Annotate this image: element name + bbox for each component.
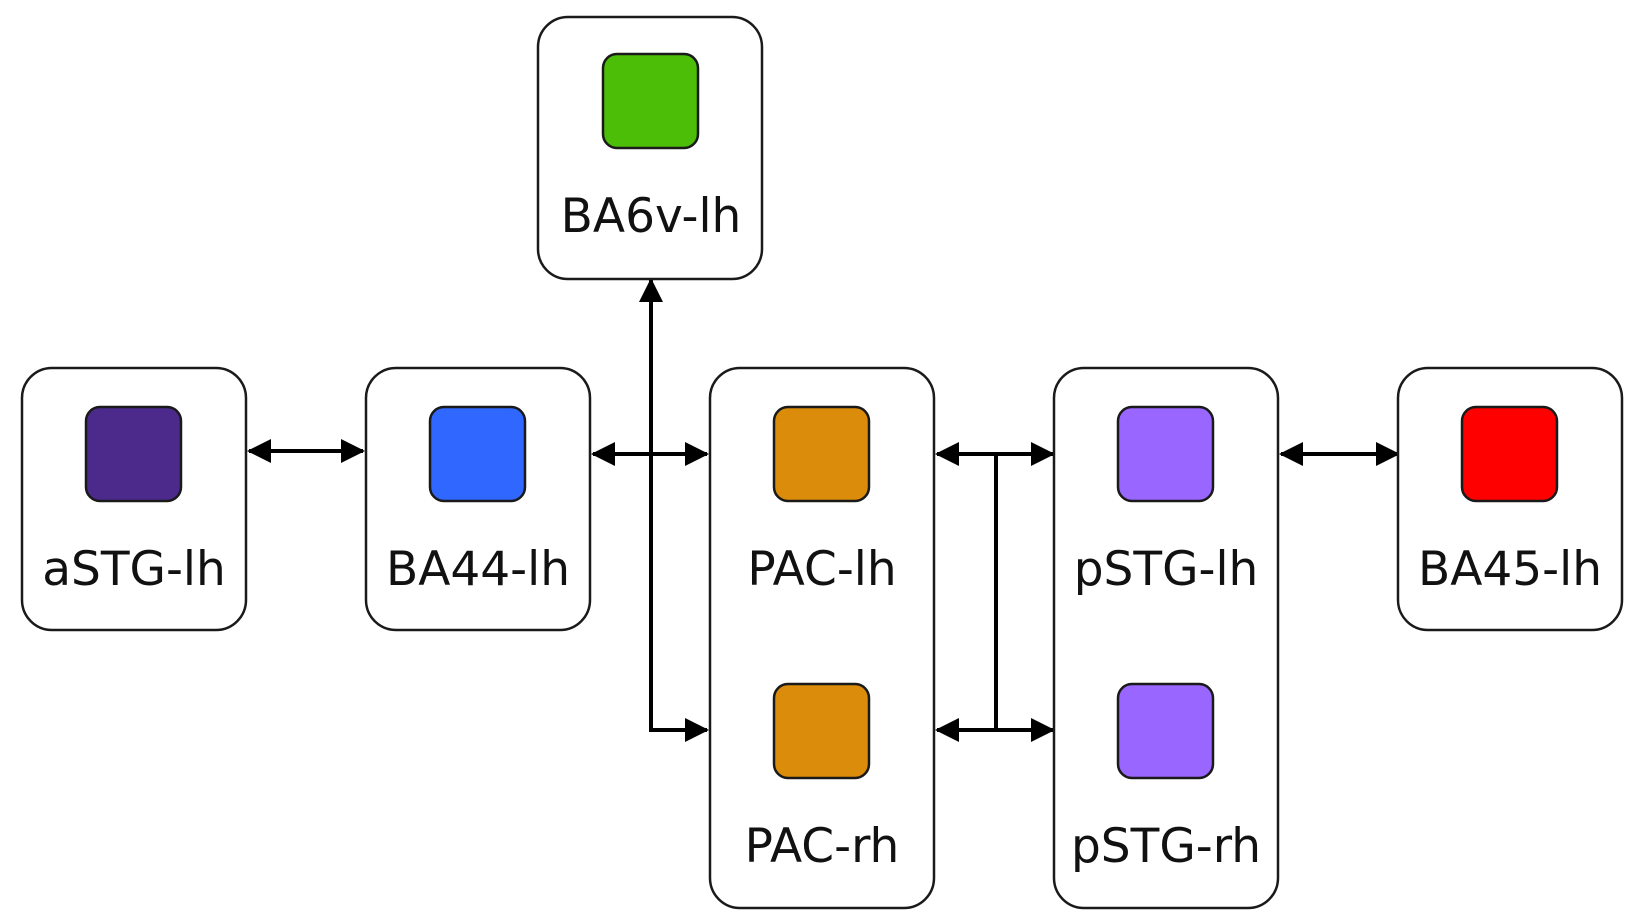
color-swatch xyxy=(601,52,700,150)
node-astg-lh: aSTG-lh xyxy=(20,366,248,632)
node-label: aSTG-lh xyxy=(42,542,226,597)
color-swatch-pstg-lh xyxy=(1116,405,1215,503)
node-label: BA6v-lh xyxy=(561,189,742,244)
node-ba44-lh: BA44-lh xyxy=(364,366,592,632)
color-swatch-pstg-rh xyxy=(1116,682,1215,780)
node-label-pstg-rh: pSTG-rh xyxy=(1071,819,1261,874)
color-swatch-pac-rh xyxy=(772,682,871,780)
node-label-pac-rh: PAC-rh xyxy=(745,819,900,874)
node-pac-group: PAC-lh PAC-rh xyxy=(708,366,936,910)
connectors xyxy=(247,278,1400,742)
color-swatch xyxy=(1460,405,1559,503)
connector-ba6v-pacrh xyxy=(639,278,709,742)
node-box xyxy=(1052,366,1280,910)
node-label-pac-lh: PAC-lh xyxy=(747,542,896,597)
node-box xyxy=(708,366,936,910)
node-label: BA44-lh xyxy=(386,542,570,597)
node-label: BA45-lh xyxy=(1418,542,1602,597)
color-swatch-pac-lh xyxy=(772,405,871,503)
color-swatch xyxy=(84,405,183,503)
node-pstg-group: pSTG-lh pSTG-rh xyxy=(1052,366,1280,910)
node-label-pstg-lh: pSTG-lh xyxy=(1074,542,1259,597)
node-ba6v-lh: BA6v-lh xyxy=(536,15,764,281)
node-ba45-lh: BA45-lh xyxy=(1396,366,1624,632)
color-swatch xyxy=(428,405,527,503)
